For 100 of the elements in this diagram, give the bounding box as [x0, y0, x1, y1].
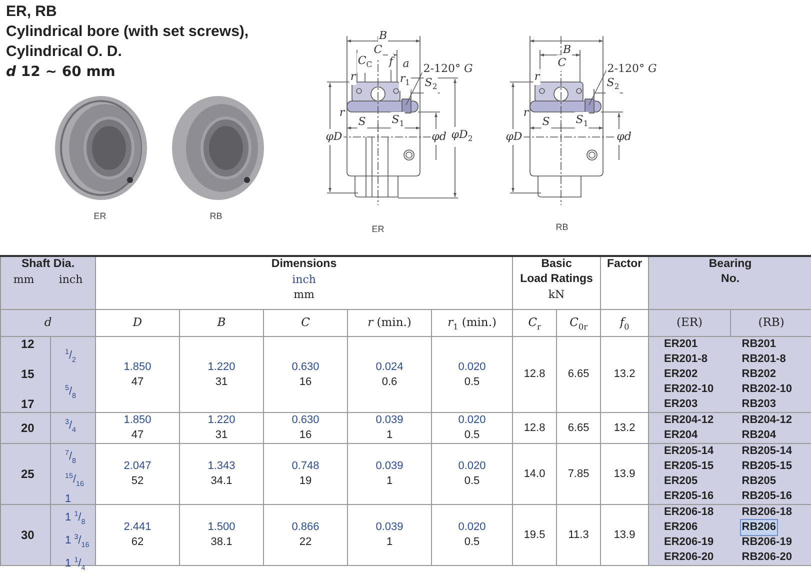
dimension-mm-value: 0.6: [382, 374, 398, 390]
column-symbol: C$_{r}$: [528, 314, 541, 334]
unit-label: kN: [548, 287, 565, 302]
dimension-inch-value: 1.220: [208, 360, 236, 374]
dimension-label: S: [357, 114, 367, 130]
size-range: d 12 ~ 60 mm: [6, 64, 116, 80]
dimension-mm-value: 34.1: [210, 474, 232, 489]
subtitle: Cylindrical O. D.: [6, 42, 123, 62]
dimension-inch-value: 0.039: [376, 520, 404, 535]
bearing-number: RB202: [740, 367, 778, 382]
load-rating-value: 7.85: [568, 466, 590, 482]
dimension-mm-value: 1: [386, 428, 393, 443]
dimension-inch-value: 0.024: [376, 360, 404, 374]
factor-value: 13.2: [614, 420, 636, 436]
load-rating-value: 12.8: [524, 420, 546, 436]
dimension-inch-value: 0.748: [292, 459, 320, 474]
shaft-size-mm: 17: [21, 397, 34, 412]
title: ER, RB: [6, 2, 58, 22]
bearing-number: RB205-15: [740, 459, 793, 474]
bearing-number: ER206: [663, 520, 699, 535]
shaft-size-inch: 1 $^{3}$/$_{16}$: [65, 532, 90, 551]
dimension-mm-value: 38.1: [210, 535, 232, 550]
dimension-label: C$_{C}$: [356, 52, 374, 74]
dimension-mm-value: 22: [299, 535, 312, 550]
column-header: Shaft Dia.: [21, 257, 75, 272]
bearing-number: RB202-10: [740, 382, 793, 397]
dimension-label: 2-120° G: [422, 61, 474, 77]
shaft-size-inch: 1 $^{1}$/$_{8}$: [65, 509, 86, 528]
dimension-inch-value: 0.020: [458, 413, 486, 428]
bearing-number: ER203: [663, 397, 699, 412]
bearing-number: ER204-12: [663, 413, 715, 428]
bearing-number: ER205: [663, 474, 699, 489]
unit-label: inch: [58, 272, 83, 287]
dimension-mm-value: 52: [131, 474, 144, 489]
column-header: Dimensions: [271, 257, 337, 272]
dimension-mm-value: 16: [299, 428, 312, 443]
dimension-inch-value: 1.343: [208, 459, 236, 474]
column-symbol: D: [132, 314, 142, 330]
bearing-number: RB206-20: [740, 550, 793, 565]
dimension-mm-value: 47: [131, 428, 144, 443]
load-rating-value: 12.8: [524, 367, 546, 382]
column-symbol: (ER): [676, 314, 703, 330]
column-header: Basic: [541, 257, 572, 272]
dimension-inch-value: 0.039: [376, 459, 404, 474]
bearing-number: ER202: [663, 367, 699, 382]
dimension-mm-value: 62: [131, 535, 144, 550]
column-header: Load Ratings: [520, 272, 593, 287]
drawing-caption: ER: [370, 223, 386, 236]
column-header: Bearing: [708, 257, 752, 272]
dimension-label: B: [378, 28, 388, 44]
load-rating-value: 6.65: [568, 420, 590, 436]
bearing-number: RB201: [740, 337, 778, 352]
dimension-label: S$_{2}$: [424, 74, 438, 96]
dimension-inch-value: 0.630: [292, 413, 320, 428]
dimension-label: f: [388, 54, 394, 70]
dimension-label: C: [556, 55, 568, 71]
shaft-size-mm: 15: [21, 367, 34, 382]
column-symbol: r$_{1}$ (min.): [448, 314, 496, 334]
dimension-inch-value: 0.866: [292, 520, 320, 535]
bearing-number: RB206-19: [740, 535, 793, 550]
subtitle: Cylindrical bore (with set screws),: [6, 22, 249, 42]
dimension-inch-value: 0.020: [458, 520, 486, 535]
bearing-number: RB205-16: [740, 489, 793, 504]
shaft-size-inch: $^{3}$/$_{4}$: [65, 417, 76, 436]
shaft-size-inch: 1: [65, 492, 72, 507]
dimension-mm-value: 1: [386, 535, 393, 550]
shaft-size-mm: 25: [21, 466, 34, 482]
dimension-label: C: [372, 42, 384, 58]
shaft-size-mm: 20: [21, 420, 34, 436]
dimension-mm-value: 16: [299, 374, 312, 390]
shaft-size-inch: $^{1}$/$_{2}$: [65, 347, 76, 366]
bearing-number: ER206-19: [663, 535, 715, 550]
bearing-number: ER205-16: [663, 489, 715, 504]
bearing-number: RB203: [740, 397, 778, 412]
bearing-number: RB206: [740, 520, 778, 535]
factor-value: 13.9: [614, 466, 636, 482]
dimension-label: r: [533, 69, 541, 85]
dimension-inch-value: 2.047: [124, 459, 152, 474]
dimension-label: S$_{2}$: [606, 74, 620, 96]
column-header: No.: [721, 272, 740, 287]
shaft-size-mm: 30: [21, 528, 34, 542]
dimension-inch-value: 0.630: [292, 360, 320, 374]
column-symbol: (RB): [758, 314, 784, 330]
dimension-mm-value: 31: [215, 428, 228, 443]
shaft-size-inch: $^{5}$/$_{8}$: [65, 382, 76, 402]
drawing-caption: RB: [554, 221, 570, 234]
column-symbol: B: [217, 314, 226, 330]
dimension-mm-value: 31: [215, 374, 228, 390]
dimension-inch-value: 1.500: [208, 520, 236, 535]
bearing-number: RB204-12: [740, 413, 793, 428]
dimension-label: φD: [504, 129, 524, 145]
bearing-number: ER206-18: [663, 505, 715, 520]
load-rating-value: 14.0: [524, 466, 546, 482]
dimension-label: S: [541, 114, 551, 130]
column-symbol: f$_{0}$: [620, 314, 630, 334]
dimension-label: φD$_{2}$: [450, 126, 474, 148]
bearing-number: ER206-20: [663, 550, 715, 565]
bearing-number: ER205-14: [663, 444, 715, 459]
unit-label: inch: [292, 272, 316, 287]
shaft-size-mm: 12: [21, 337, 34, 352]
